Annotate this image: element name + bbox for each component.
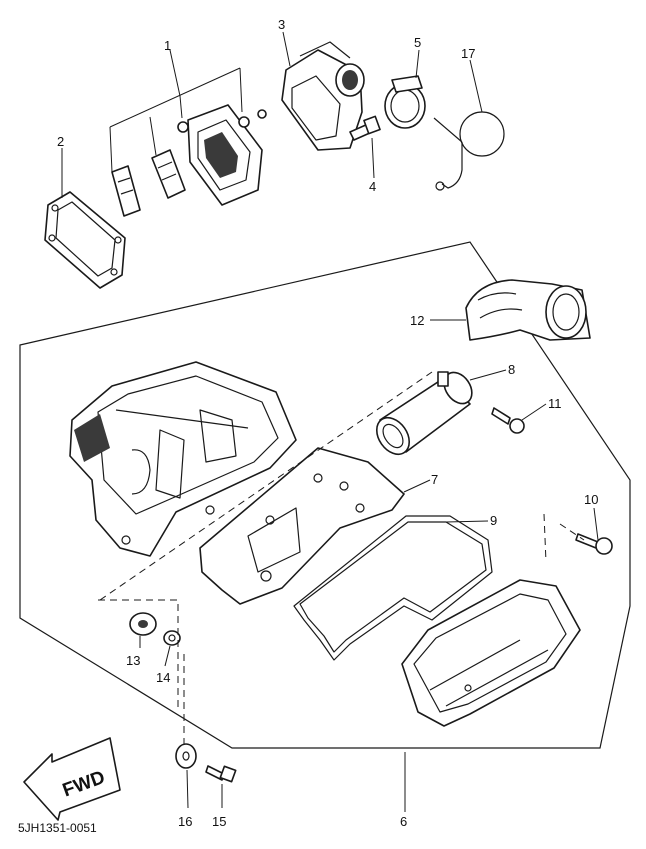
leader-lines [61,31,599,812]
part-9-seal [293,515,493,661]
part-15-bolt [205,765,237,783]
callout-16: 16 [178,814,192,829]
air-cleaner-cover [401,579,581,727]
part-4-bolt [349,115,381,141]
catalog-code: 5JH1351-0051 [18,821,97,835]
part-12-intake-duct [465,279,591,341]
callout-10: 10 [584,492,598,507]
callout-4: 4 [369,179,376,194]
part-14-collar [163,630,181,646]
part-7-element-plate [199,447,405,605]
callout-3: 3 [278,17,285,32]
part-2-gasket [44,191,126,289]
part-11-screw [491,407,525,434]
part-10-screw [575,533,613,555]
assembly-dashed-line [98,371,585,746]
fwd-direction-arrow: FWD [23,737,121,821]
part-3-intake-manifold [281,41,365,151]
callout-15: 15 [212,814,226,829]
part-17-wire-clip [433,111,505,191]
part-5-hose-clamp [384,75,426,129]
callout-5: 5 [414,35,421,50]
callout-11: 11 [548,396,562,411]
part-8-snorkel [375,371,473,456]
callout-8: 8 [508,362,515,377]
reed-petals [111,149,186,217]
callout-12: 12 [410,313,424,328]
callout-13: 13 [126,653,140,668]
callout-17: 17 [461,46,475,61]
part-13-grommet [129,612,157,636]
callout-14: 14 [156,670,170,685]
part-1-reed-valve [177,104,267,206]
callout-7: 7 [431,472,438,487]
part-1-bracket [109,67,243,173]
callout-6: 6 [400,814,407,829]
callout-2: 2 [57,134,64,149]
callout-1: 1 [164,38,171,53]
callout-9: 9 [490,513,497,528]
part-16-washer [175,743,197,769]
air-cleaner-case [69,361,297,557]
